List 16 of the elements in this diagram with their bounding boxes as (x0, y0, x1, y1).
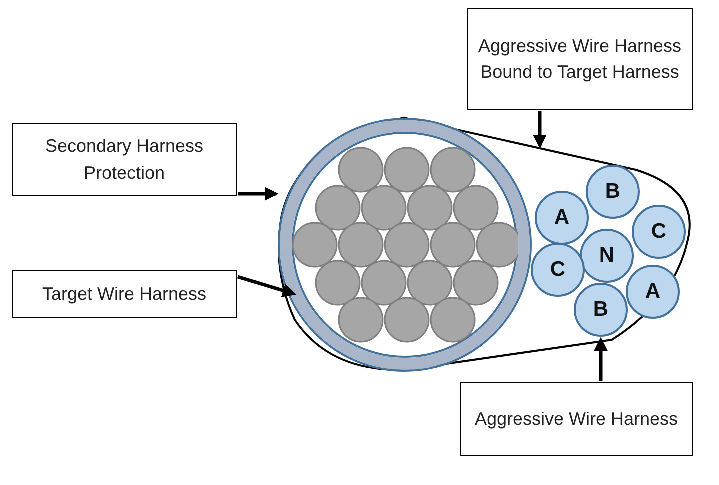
label-text: Target Wire Harness (42, 282, 207, 306)
arrow (594, 337, 608, 381)
wire-letter: A (554, 206, 570, 230)
arrow (533, 111, 547, 149)
wire-letter: B (605, 180, 621, 204)
wire-letter: C (651, 220, 667, 244)
wire-letter: B (593, 298, 609, 322)
arrow (238, 187, 279, 201)
label-text: Aggressive Wire Harness (474, 408, 678, 431)
label-text: Aggressive Wire Harness Bound to Target Harness (477, 34, 683, 84)
arrow (238, 275, 297, 298)
wire-letter: C (550, 258, 566, 282)
wire-letter: A (645, 280, 661, 304)
protection-sleeve (280, 120, 530, 370)
wire-letter: N (599, 244, 615, 268)
label-text: Secondary Harness Protection (44, 135, 205, 184)
